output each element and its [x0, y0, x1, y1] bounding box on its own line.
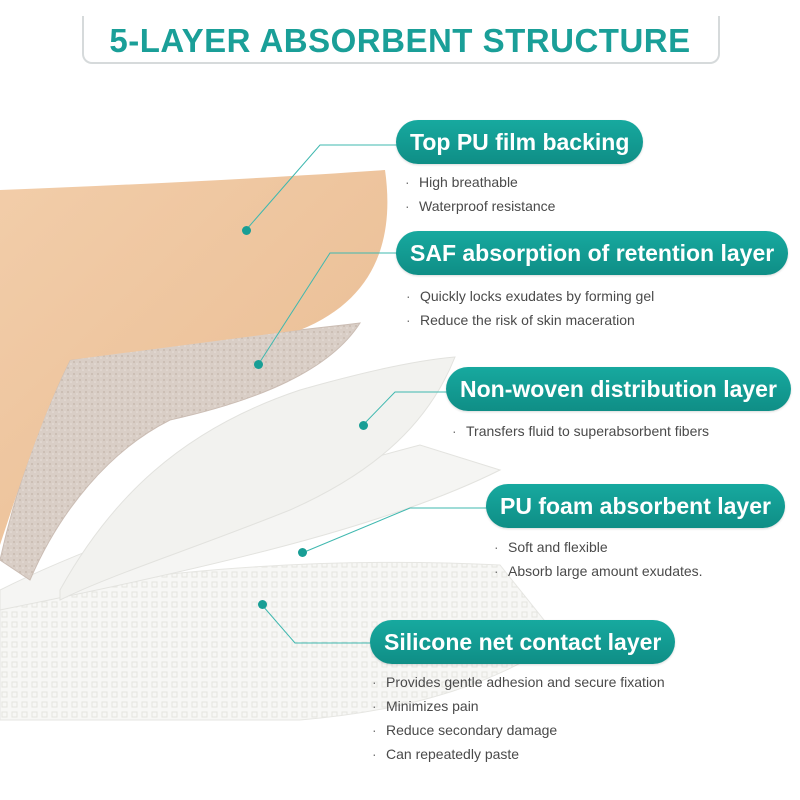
bullet-item: Waterproof resistance [405, 194, 555, 218]
bullet-item: Transfers fluid to superabsorbent fibers [452, 419, 709, 443]
marker-silicone-dot [258, 600, 267, 609]
bullets-silicone: Provides gentle adhesion and secure fixa… [372, 670, 665, 766]
leader-line-film [245, 144, 405, 231]
bullet-item: Reduce the risk of skin maceration [406, 308, 654, 332]
marker-saf-dot [254, 360, 263, 369]
pu-film-shape [0, 170, 388, 545]
title-frame [82, 16, 720, 64]
bullet-item: High breathable [405, 170, 555, 194]
leader-line-silicone [261, 604, 380, 644]
label-pu-foam: PU foam absorbent layer [486, 484, 785, 528]
leader-line-saf [257, 252, 400, 366]
marker-film-dot [242, 226, 251, 235]
label-silicone-net: Silicone net contact layer [370, 620, 676, 664]
label-saf-retention: SAF absorption of retention layer [396, 231, 789, 275]
marker-nonwoven-dot [359, 421, 368, 430]
bullet-item: Reduce secondary damage [372, 718, 665, 742]
bullets-non-woven: Transfers fluid to superabsorbent fibers [452, 419, 709, 443]
bullets-pu-foam: Soft and flexible Absorb large amount ex… [494, 535, 703, 583]
marker-foam-dot [298, 548, 307, 557]
bullet-item: Absorb large amount exudates. [494, 559, 703, 583]
leader-line-foam [301, 507, 490, 554]
page-title: 5-LAYER ABSORBENT STRUCTURE [109, 22, 691, 59]
bullet-item: Quickly locks exudates by forming gel [406, 284, 654, 308]
leader-line-nonwoven [362, 391, 455, 426]
bullet-item: Minimizes pain [372, 694, 665, 718]
bullet-item: Can repeatedly paste [372, 742, 665, 766]
bullet-item: Provides gentle adhesion and secure fixa… [372, 670, 665, 694]
bullets-pu-film: High breathable Waterproof resistance [405, 170, 555, 218]
bullets-saf: Quickly locks exudates by forming gel Re… [406, 284, 654, 332]
non-woven-shape [59, 356, 456, 601]
label-pu-film-backing: Top PU film backing [396, 120, 644, 164]
bullet-item: Soft and flexible [494, 535, 703, 559]
label-non-woven: Non-woven distribution layer [446, 367, 791, 411]
